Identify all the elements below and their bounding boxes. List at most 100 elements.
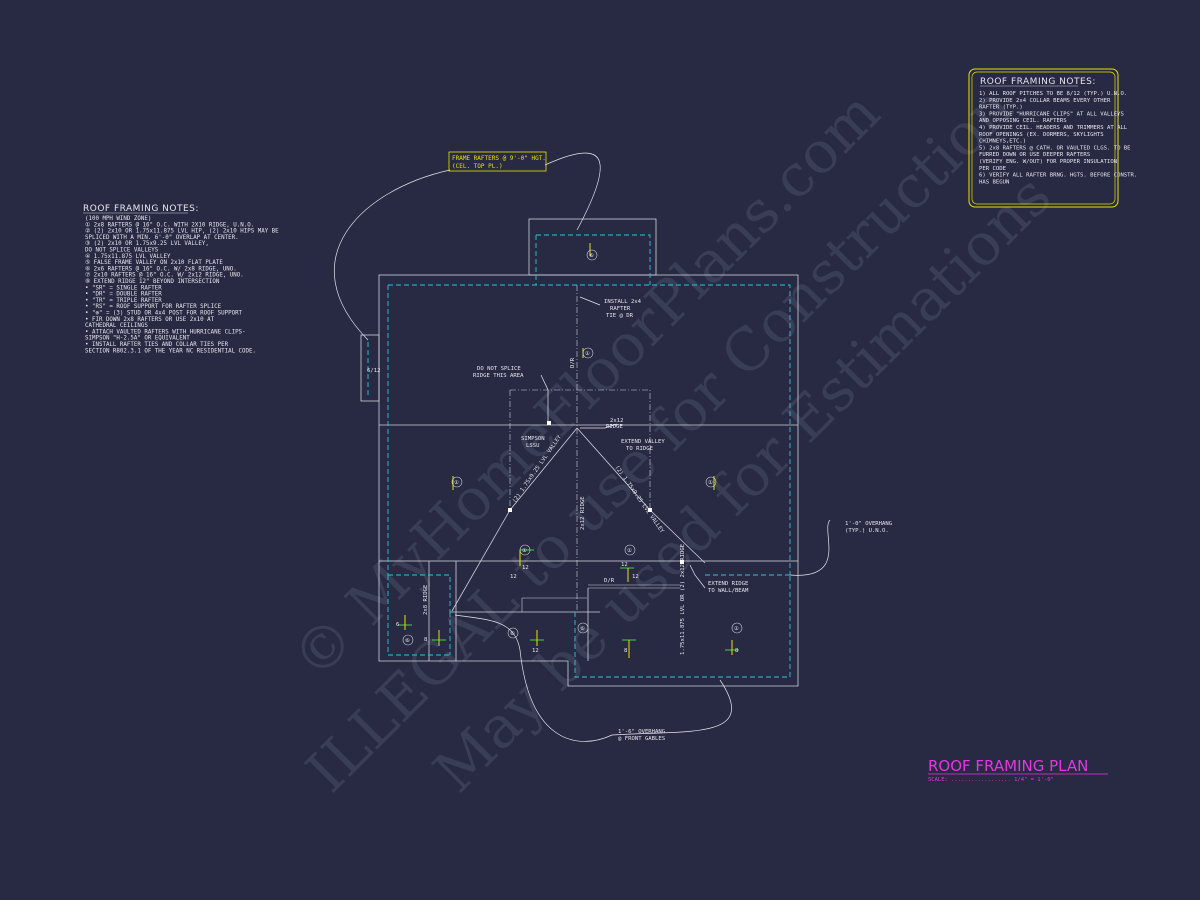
extend-valley-line1: EXTEND VALLEY	[621, 439, 665, 445]
pitch-rise: 12	[621, 562, 628, 568]
pitch-symbol: 6 8	[396, 615, 446, 646]
overhang-right-line2: (TYP.) U.N.O.	[845, 528, 889, 534]
frame-rafters-callout: FRAME RAFTERS @ 9'-0" HGT. (CEL. TOP PL.…	[448, 151, 547, 172]
note-line: AND OPPOSING CEIL. RAFTERS	[979, 118, 1067, 124]
note-line: DO NOT SPLICE VALLEYS	[85, 248, 159, 254]
pitch-rise: 12	[532, 648, 539, 654]
pitch-run: 12	[510, 574, 517, 580]
ridge-2x8-label: 2x8 RIDGE	[423, 584, 429, 615]
overhang-front-line2: @ FRONT GABLES	[618, 736, 665, 742]
note-line: HAS BEGUN	[979, 179, 1009, 185]
structural-lines	[451, 285, 706, 612]
pitch-symbols: 12 12 12 12 12 8 8 6 8	[396, 243, 739, 658]
note-line: ① 2x8 RAFTERS @ 16" O.C. WITH 2X10 RIDGE…	[85, 221, 254, 228]
plan-scale-text: SCALE: .................. 1/4" = 1'-0"	[928, 777, 1054, 783]
frame-rafters-line2: (CEL. TOP PL.)	[452, 163, 503, 170]
pitch-symbol: 8	[725, 640, 739, 655]
pitch-symbol: 12 12	[510, 549, 534, 580]
note-line: • INSTALL RAFTER TIES AND COLLAR TIES PE…	[85, 342, 229, 348]
circle-refs: ⑥ ① ① ① ① ① ① ⑥ ⑥ ⑥	[402, 249, 743, 646]
note-line: ⑥ 2x6 RAFTERS @ 16" O.C. W/ 2x8 RIDGE, U…	[85, 265, 237, 272]
note-line: FURRED DOWN OR USE DEEPER RAFTERS	[979, 152, 1090, 158]
frame-rafters-line1: FRAME RAFTERS @ 9'-0" HGT.	[452, 155, 546, 162]
right-notes-title: ROOF FRAMING NOTES:	[980, 77, 1096, 87]
pitch-symbol: 12 12	[620, 562, 639, 582]
note-line: SPLICED WITH A MIN. 6'-0" OVERLAP AT CEN…	[85, 235, 239, 241]
note-line: • FIR DOWN 2x8 RAFTERS OR USE 2x10 AT	[85, 317, 215, 323]
note-line: • ATTACH VAULTED RAFTERS WITH HURRICANE …	[85, 329, 246, 335]
note-line: ⑦ 2x10 RAFTERS @ 16" O.C. W/ 2x12 RIDGE,…	[85, 272, 244, 279]
note-line: ⑧ EXTEND RIDGE 12" BEYOND INTERSECTION	[85, 278, 220, 285]
note-line: • "RS" = ROOF SUPPORT FOR RAFTER SPLICE	[85, 304, 222, 310]
install-tie-line3: TIE @ DR	[606, 313, 634, 319]
note-line: 4) PROVIDE CEIL. HEADERS AND TRIMMERS AT…	[979, 125, 1128, 131]
ref-1-lower-right: ①	[734, 625, 739, 632]
pitch-symbol: 8	[622, 639, 636, 658]
pitch-rise: 8	[624, 648, 628, 654]
note-line: CHIMNEYS,ETC.)	[979, 139, 1026, 145]
building-outline	[360, 218, 799, 687]
note-line: ⑤ FALSE FRAME VALLEY ON 2x10 FLAT PLATE	[85, 259, 223, 266]
pitch-run: 12	[632, 574, 639, 580]
note-line: ③ (2) 2x10 OR 1.75x9.25 LVL VALLEY,	[85, 240, 209, 247]
ridge-2x12-line2: RIDGE	[606, 424, 623, 430]
framing-lines	[367, 234, 791, 678]
ref-6-left: ⑥	[405, 637, 410, 644]
note-line: • "⊕" = (3) STUD OR 4x4 POST FOR ROOF SU…	[85, 311, 243, 317]
note-line: ROOF OPENINGS (EX. DORMERS, SKYLIGHTS	[979, 132, 1104, 138]
do-not-splice-line2: RIDGE THIS AREA	[473, 373, 524, 379]
note-line: 6) VERIFY ALL RAFTER BRNG. HGTS. BEFORE …	[979, 173, 1137, 179]
install-tie-line2: RAFTER	[610, 306, 631, 312]
note-line: 2) PROVIDE 2x4 COLLAR BEAMS EVERY OTHER	[979, 98, 1111, 104]
note-line: PER CODE	[979, 166, 1007, 172]
extend-ridge-line2: TO WALL/BEAM	[708, 588, 749, 594]
ref-6-mid: ⑥	[510, 630, 515, 637]
simpson-line1: SIMPSON	[521, 436, 545, 442]
leader-lines	[334, 152, 831, 742]
dr2-label: D/R	[604, 578, 615, 584]
note-line: • "DR" = DOUBLE RAFTER	[85, 292, 162, 298]
overhang-right-line1: 1'-0" OVERHANG	[845, 521, 893, 527]
ref-1-right: ①	[708, 479, 713, 486]
dr-label: D/R	[570, 357, 576, 368]
pitch-symbol: 12	[530, 630, 544, 654]
note-line: (VERIFY ENG. W/OUT) FOR PROPER INSULATIO…	[979, 159, 1117, 165]
pitch-6-12-label: 6/12	[367, 368, 380, 374]
simpson-line2: LSSU	[526, 443, 539, 449]
note-line: ④ 1.75x11.875 LVL VALLEY	[85, 253, 171, 260]
ref-6-right: ⑥	[580, 625, 585, 632]
extend-ridge-line1: EXTEND RIDGE	[708, 581, 749, 587]
ref-6-top: ⑥	[589, 252, 594, 259]
note-line: ② (2) 2x10 OR 1.75x11.875 LVL HIP, (2) 2…	[85, 228, 279, 235]
note-line: 1) ALL ROOF PITCHES TO BE 8/12 (TYP.) U.…	[979, 91, 1127, 97]
ref-1-upper: ①	[585, 350, 590, 357]
note-line: • "SR" = SINGLE RAFTER	[85, 285, 162, 291]
note-line: CATHEDRAL CEILINGS	[85, 323, 148, 329]
pitch-rise: 6	[396, 622, 399, 628]
ridge-2x12-vert-label: 2x12 RIDGE	[580, 496, 586, 530]
ridge-2x12-line1: 2x12	[610, 418, 623, 424]
note-line: 5) 2x8 RAFTERS @ CATH. OR VAULTED CLGS. …	[979, 145, 1131, 151]
note-line: 3) PROVIDE "HURRICANE CLIPS" AT ALL VALL…	[979, 111, 1124, 117]
note-line: • "TR" = TRIPLE RAFTER	[85, 298, 162, 304]
plan-title: ROOF FRAMING PLAN SCALE: ...............…	[928, 757, 1108, 783]
install-tie-line1: INSTALL 2x4	[604, 299, 642, 305]
left-notes-title: ROOF FRAMING NOTES:	[83, 204, 199, 214]
note-line: (100 MPH WIND ZONE)	[85, 216, 151, 222]
pitch-rise: 8	[735, 648, 739, 654]
extend-valley-line2: TO RIDGE	[626, 446, 654, 452]
note-line: SIMPSON "H-2.5A" OR EQUIVALENT	[85, 336, 190, 342]
nodes	[508, 421, 684, 564]
do-not-splice-line1: DO NOT SPLICE	[477, 366, 521, 372]
plan-title-text: ROOF FRAMING PLAN	[928, 757, 1088, 775]
right-notes-box: ROOF FRAMING NOTES: 1) ALL ROOF PITCHES …	[968, 68, 1137, 208]
ref-1-left: ①	[454, 479, 459, 486]
pitch-rise: 12	[522, 565, 529, 571]
lvl-beam-label: 1.75x11.875 LVL OR (2) 2x12 RIDGE	[680, 543, 686, 655]
note-line: SECTION R802.3.1 OF THE YEAR NC RESIDENT…	[85, 348, 256, 354]
note-line: RAFTER (TYP.)	[979, 105, 1023, 111]
pitch-run: 8	[424, 637, 428, 643]
ref-1-mid-left: ①	[522, 547, 527, 554]
overhang-front-line1: 1'-6" OVERHANG	[618, 729, 666, 735]
